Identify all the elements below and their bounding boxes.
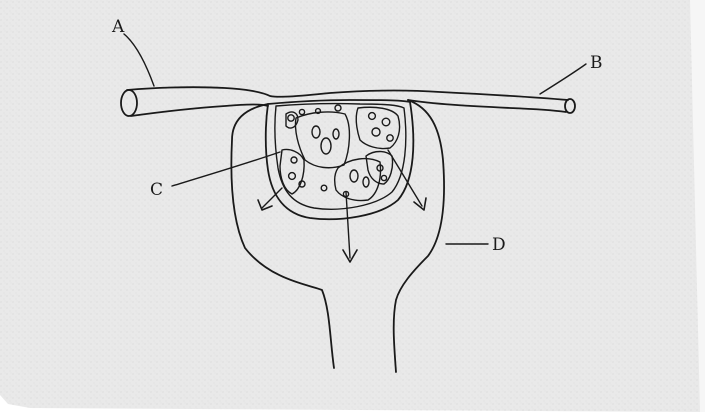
label-c: C <box>150 180 163 200</box>
label-a: A <box>111 17 125 37</box>
label-d: D <box>492 235 506 255</box>
label-b: B <box>590 53 603 73</box>
